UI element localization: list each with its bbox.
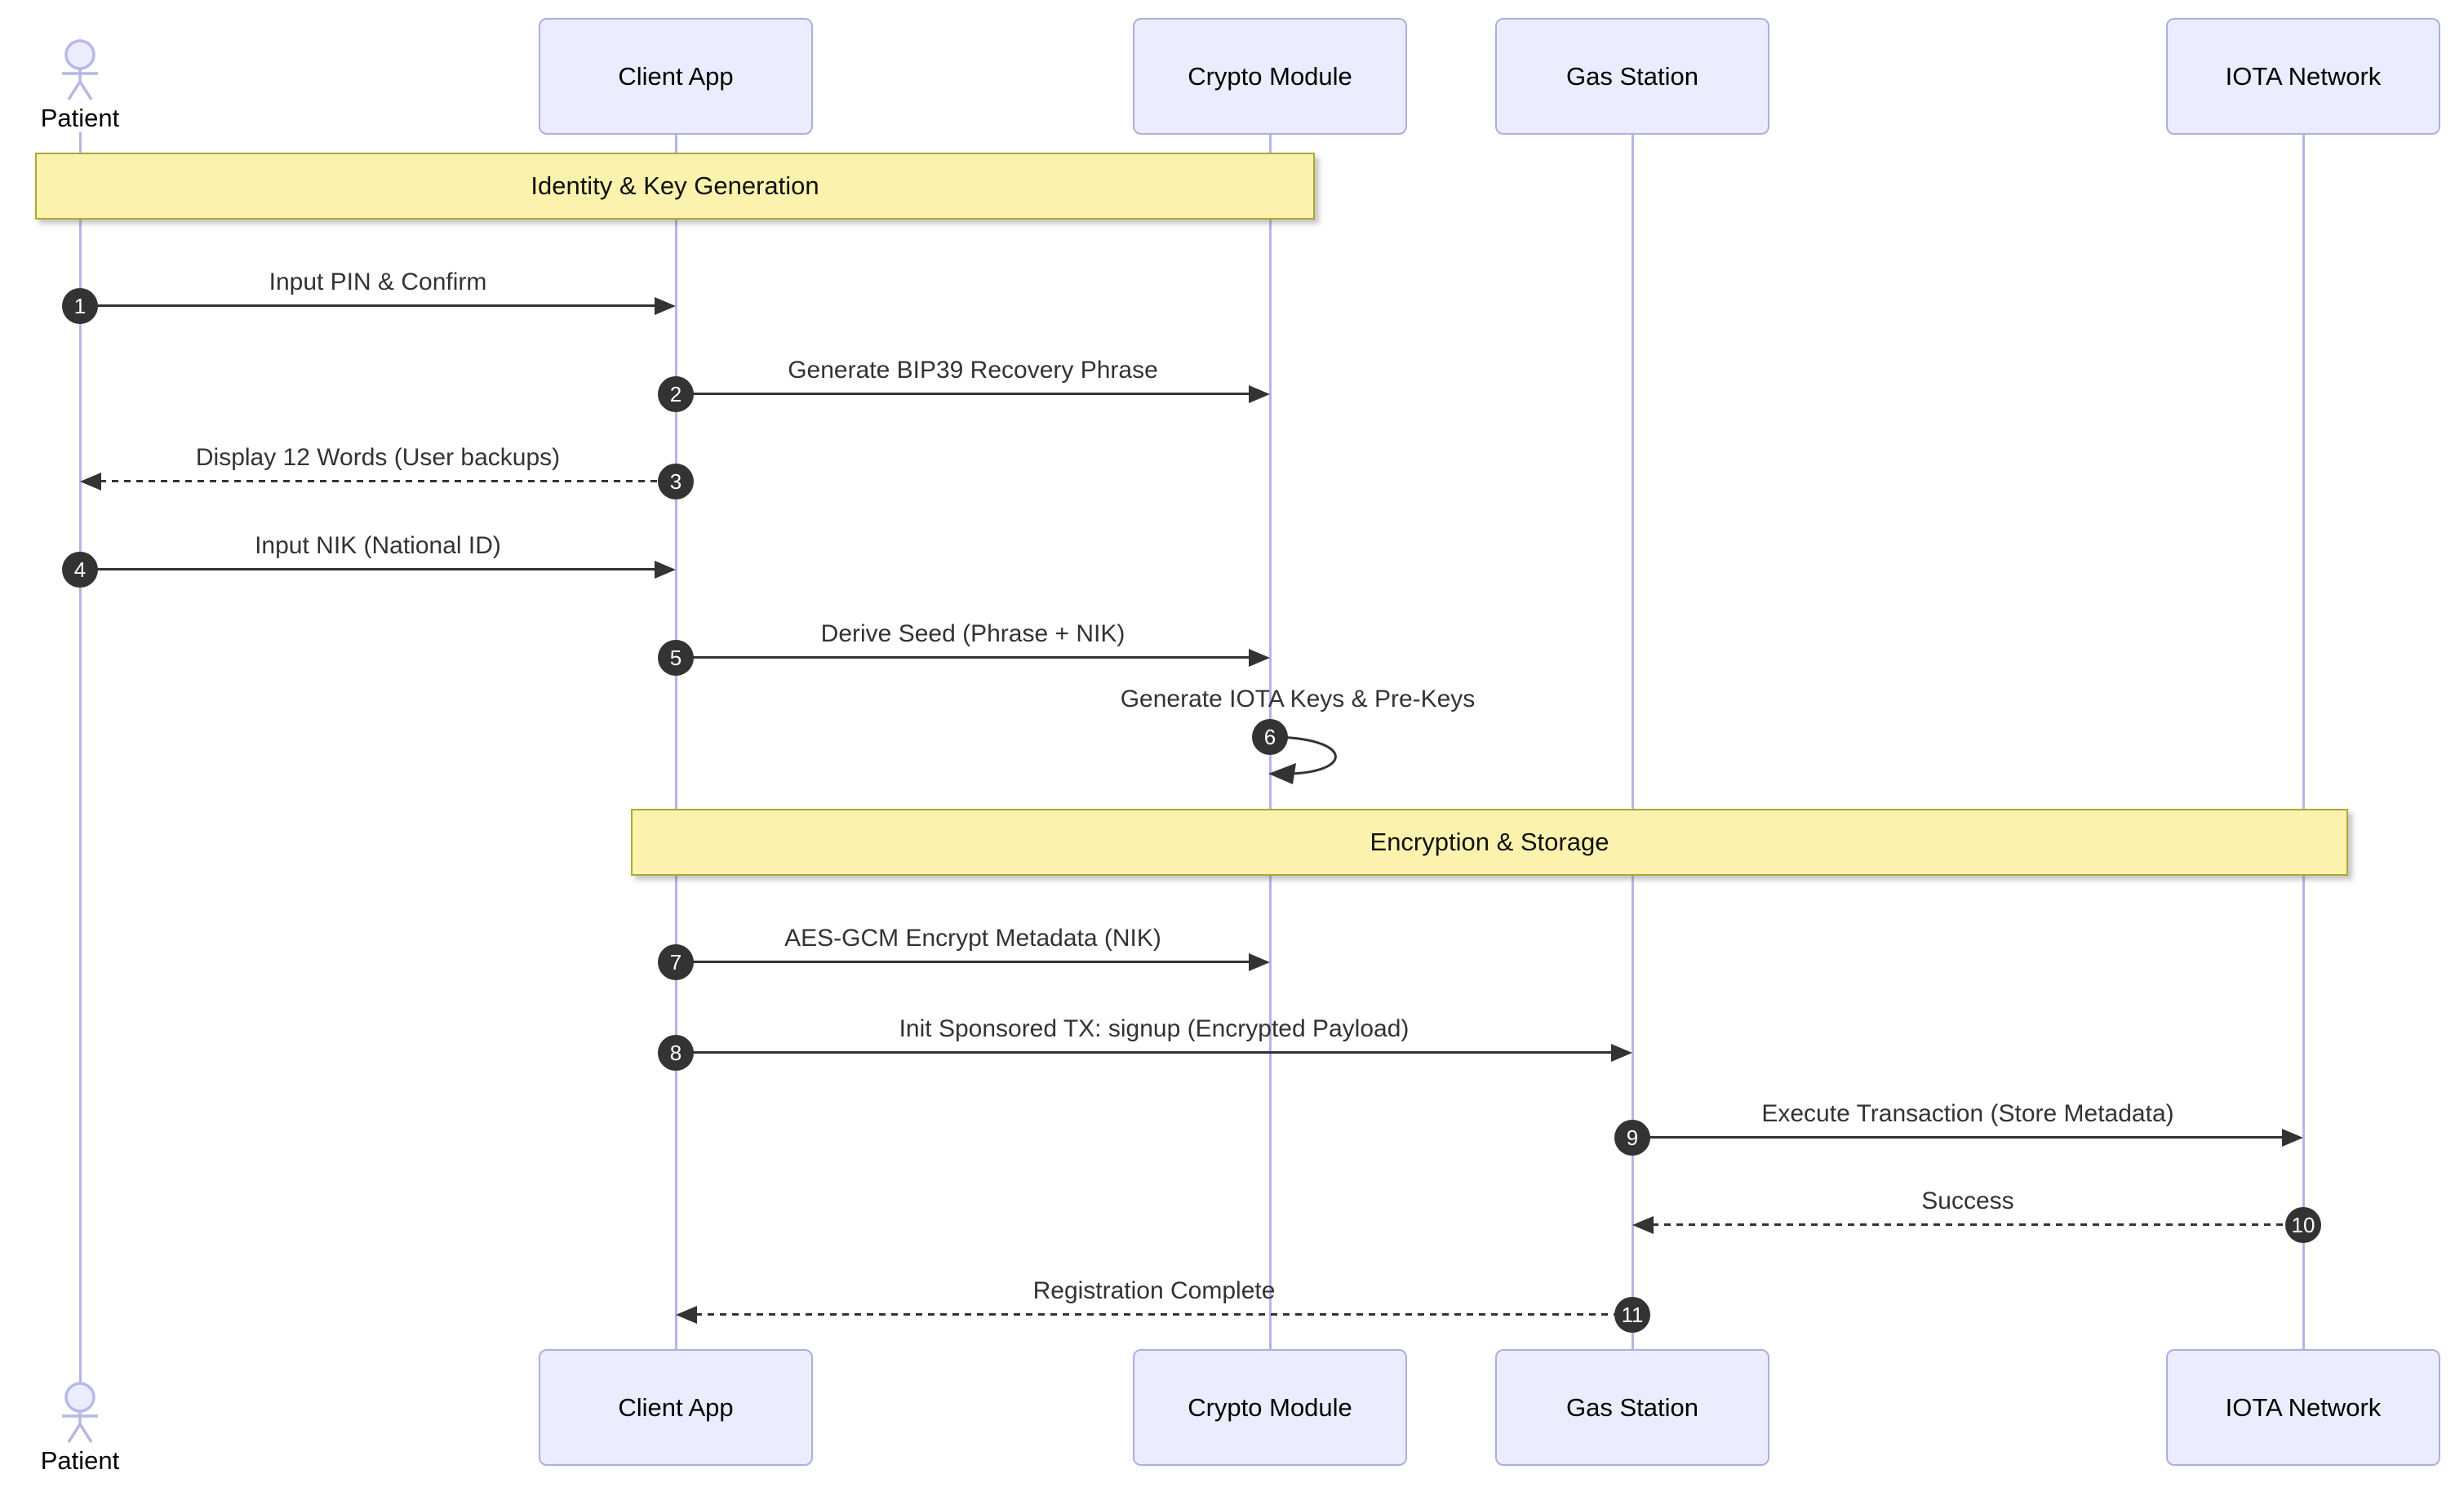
lifeline-gas-station (1632, 135, 1634, 1350)
message-10-line (1652, 1223, 2303, 1226)
message-6-seq-badge: 6 (1252, 719, 1288, 755)
actor-box-iota-network-top: IOTA Network (2166, 18, 2440, 135)
message-7-seq-badge: 7 (658, 944, 694, 980)
actor-box-crypto-module-bottom: Crypto Module (1133, 1349, 1407, 1466)
message-11-line (695, 1313, 1632, 1316)
message-5-label: Derive Seed (Phrase + NIK) (820, 620, 1125, 647)
actor-label-iota-network-top: IOTA Network (2225, 61, 2382, 91)
actor-box-gas-station-bottom: Gas Station (1495, 1349, 1769, 1466)
message-8-line (676, 1051, 1613, 1054)
lifeline-client-app (675, 135, 677, 1350)
message-2-arrowhead (1249, 385, 1270, 403)
lifeline-iota-network (2302, 135, 2305, 1350)
message-7-label: AES-GCM Encrypt Metadata (NIK) (784, 925, 1161, 952)
message-1-seq-badge: 1 (62, 288, 98, 324)
patient-actor-icon-top (62, 39, 98, 100)
message-1-arrowhead (655, 297, 676, 315)
actor-label-crypto-module-bottom: Crypto Module (1188, 1392, 1352, 1422)
message-7-line (676, 961, 1250, 963)
patient-actor-icon-bottom (62, 1382, 98, 1443)
message-2-seq-badge: 2 (658, 376, 694, 412)
message-8-arrowhead (1611, 1044, 1632, 1062)
actor-label-crypto-module-top: Crypto Module (1188, 61, 1352, 91)
actor-label-gas-station-top: Gas Station (1566, 61, 1698, 91)
message-3-label: Display 12 Words (User backups) (195, 444, 561, 471)
message-8-seq-badge: 8 (658, 1035, 694, 1071)
message-6-label: Generate IOTA Keys & Pre-Keys (1120, 686, 1476, 712)
message-4-line (80, 568, 656, 570)
message-5-seq-badge: 5 (658, 640, 694, 676)
message-3-arrowhead (80, 473, 101, 491)
message-9-arrowhead (2282, 1129, 2303, 1147)
actor-label-patient-bottom: Patient (40, 1446, 120, 1475)
message-9-line (1632, 1136, 2284, 1139)
message-1-label: Input PIN & Confirm (269, 269, 487, 295)
message-2-line (676, 393, 1250, 395)
actor-box-client-app-top: Client App (539, 18, 813, 135)
note-identity-key-generation: Identity & Key Generation (35, 153, 1315, 220)
lifeline-patient (79, 132, 82, 1383)
message-3-seq-badge: 3 (658, 464, 694, 499)
message-11-arrowhead (676, 1306, 697, 1324)
note-encryption-storage-label: Encryption & Storage (1370, 828, 1609, 856)
message-8-label: Init Sponsored TX: signup (Encrypted Pay… (899, 1015, 1410, 1042)
actor-box-client-app-bottom: Client App (539, 1349, 813, 1466)
message-10-arrowhead (1632, 1216, 1654, 1234)
message-10-seq-badge: 10 (2285, 1207, 2321, 1243)
actor-label-gas-station-bottom: Gas Station (1566, 1392, 1698, 1422)
message-11-label: Registration Complete (1032, 1277, 1276, 1304)
message-3-line (100, 480, 676, 482)
note-identity-key-generation-label: Identity & Key Generation (531, 171, 819, 200)
actor-label-client-app-top: Client App (618, 61, 734, 91)
message-2-label: Generate BIP39 Recovery Phrase (788, 357, 1158, 384)
actor-box-crypto-module-top: Crypto Module (1133, 18, 1407, 135)
message-5-arrowhead (1249, 649, 1270, 667)
message-4-label: Input NIK (National ID) (255, 532, 501, 559)
actor-label-iota-network-bottom: IOTA Network (2225, 1392, 2382, 1422)
actor-box-gas-station-top: Gas Station (1495, 18, 1769, 135)
message-11-seq-badge: 11 (1614, 1297, 1650, 1333)
message-4-arrowhead (655, 561, 676, 579)
message-5-line (676, 656, 1250, 659)
actor-label-client-app-bottom: Client App (618, 1392, 734, 1422)
message-1-line (80, 304, 656, 307)
message-9-seq-badge: 9 (1614, 1120, 1650, 1156)
actor-box-iota-network-bottom: IOTA Network (2166, 1349, 2440, 1466)
note-encryption-storage: Encryption & Storage (631, 809, 2348, 876)
actor-label-patient-top: Patient (40, 104, 120, 132)
message-6-self-loop (1268, 735, 1337, 784)
message-9-label: Execute Transaction (Store Metadata) (1761, 1100, 2174, 1127)
message-10-label: Success (1921, 1187, 2014, 1214)
message-7-arrowhead (1249, 953, 1270, 971)
message-4-seq-badge: 4 (62, 552, 98, 588)
